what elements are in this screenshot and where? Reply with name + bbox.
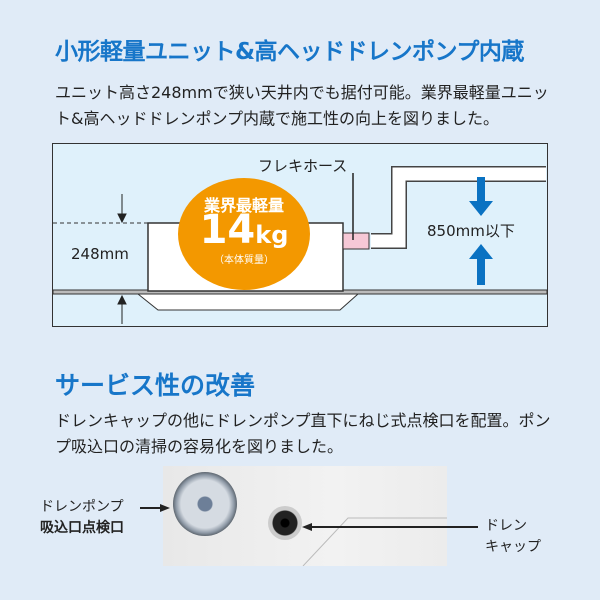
section-title-compact-unit: 小形軽量ユニット&高ヘッドドレンポンプ内蔵: [55, 39, 524, 65]
section-description: ドレンキャップの他にドレンポンプ直下にねじ式点検口を配置。ポンプ吸込口の清掃の容…: [55, 411, 551, 456]
diagram-drawing: [53, 166, 547, 324]
drain-cap-label: ドレン キャップ: [485, 516, 541, 558]
pump-inspection-port: [173, 472, 237, 536]
drain-photo: [163, 466, 447, 566]
badge-title: 業界最軽量: [203, 196, 284, 215]
weight-badge: [178, 178, 310, 290]
drain-head-label: 850mm以下: [427, 222, 515, 240]
head-arrows: [469, 177, 493, 285]
drain-cap-label-line1: ドレン: [485, 518, 527, 534]
drain-cap-label-line2: キャップ: [485, 539, 541, 555]
photo-contours: [302, 517, 447, 566]
section-title-serviceability: サービス性の改善: [55, 371, 256, 400]
installation-diagram: フレキホース 業界最軽量 14kg （本体質量） 248mm 850mm以下: [52, 143, 548, 327]
flexible-hose: [342, 232, 370, 250]
badge-weight-unit: kg: [255, 221, 289, 249]
badge-weight-value: 14: [199, 207, 256, 253]
pump-label-line2: 吸込口点検口: [40, 520, 124, 536]
unit-height-label: 248mm: [71, 245, 129, 263]
ceiling-panel: [136, 293, 360, 311]
hose-label: フレキホース: [258, 157, 348, 175]
height-arrows: [117, 194, 127, 324]
pump-label-line1: ドレンポンプ: [40, 499, 124, 515]
pump-inspection-label: ドレンポンプ 吸込口点検口: [40, 497, 124, 539]
drain-cap: [268, 506, 302, 540]
section-description: ユニット高さ248mmで狭い天井内でも据付可能。業界最軽量ユニット&高ヘッドドレ…: [55, 83, 549, 128]
badge-note: （本体質量）: [214, 255, 274, 266]
drain-pipe: [371, 167, 546, 248]
